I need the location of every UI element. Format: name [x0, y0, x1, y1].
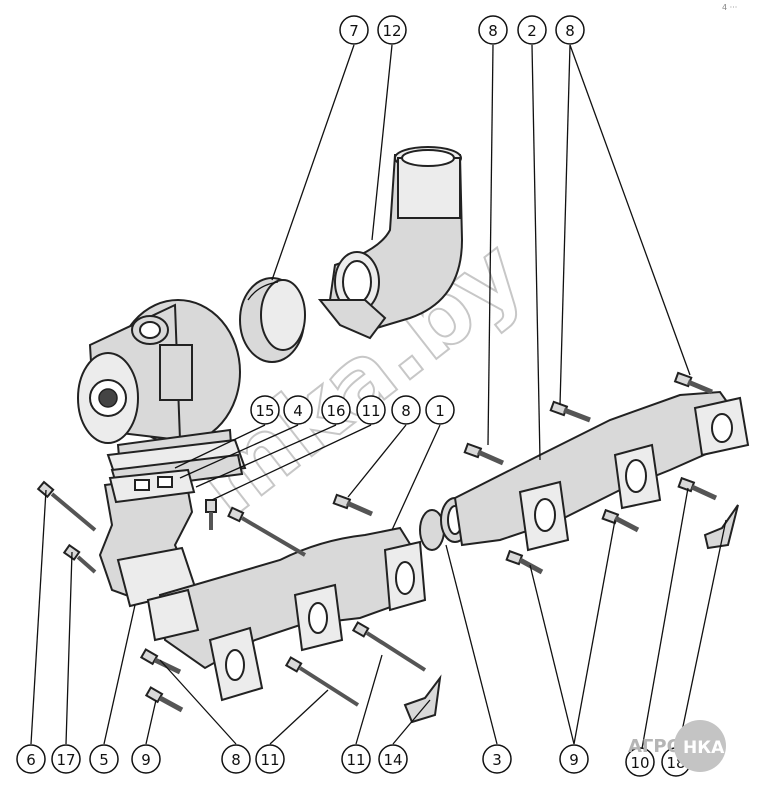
callout-8: 8	[221, 744, 251, 774]
exhaust-manifold-rear	[453, 390, 750, 552]
callout-circle	[341, 744, 371, 774]
callout-number: 10	[630, 754, 649, 772]
callout-circle	[391, 395, 421, 425]
clamp-ring	[239, 277, 306, 363]
callout-number: 1	[435, 402, 445, 420]
agronka-logo: АГРО НКА	[628, 720, 726, 772]
callout-number: 11	[361, 402, 380, 420]
callout-number: 8	[401, 402, 411, 420]
exhaust-elbow-housing	[98, 468, 198, 608]
callout-number: 8	[488, 22, 498, 40]
callout-11: 11	[341, 744, 371, 774]
callout-circle	[478, 15, 508, 45]
callout-11: 11	[356, 395, 386, 425]
callout-8: 8	[555, 15, 585, 45]
corner-mark: 4 ···	[722, 3, 737, 12]
callout-circle	[517, 15, 547, 45]
callout-15: 15	[250, 395, 280, 425]
callout-number: 2	[527, 22, 537, 40]
callout-8: 8	[478, 15, 508, 45]
callout-circle	[378, 744, 408, 774]
callout-number: 12	[382, 22, 401, 40]
logo-right-text: НКА	[683, 738, 725, 758]
bracket-plates	[403, 504, 739, 724]
callout-number: 4	[293, 402, 303, 420]
callout-circle	[283, 395, 313, 425]
callout-number: 16	[326, 402, 345, 420]
callout-circle	[625, 747, 655, 777]
callout-17: 17	[51, 744, 81, 774]
callout-circle	[321, 395, 351, 425]
callout-circle	[131, 744, 161, 774]
callout-number: 14	[383, 751, 402, 769]
callout-circle	[339, 15, 369, 45]
callout-9: 9	[559, 744, 589, 774]
elbow-pipe	[317, 146, 464, 340]
callout-circle	[51, 744, 81, 774]
callout-10: 10	[625, 747, 655, 777]
callout-circle	[89, 744, 119, 774]
callout-circle	[559, 744, 589, 774]
callout-number: 3	[492, 751, 502, 769]
callout-number: 11	[346, 751, 365, 769]
callout-circle	[425, 395, 455, 425]
callout-number: 8	[565, 22, 575, 40]
callout-circle	[221, 744, 251, 774]
callout-8: 8	[391, 395, 421, 425]
callout-circle	[356, 395, 386, 425]
callout-number: 9	[141, 751, 151, 769]
callout-12: 12	[377, 15, 407, 45]
callout-16: 16	[321, 395, 351, 425]
callout-11: 11	[255, 744, 285, 774]
callout-circle	[377, 15, 407, 45]
callout-3: 3	[482, 744, 512, 774]
callout-number: 15	[255, 402, 274, 420]
callout-circle	[250, 395, 280, 425]
callout-2: 2	[517, 15, 547, 45]
callout-number: 11	[260, 751, 279, 769]
callout-number: 8	[231, 751, 241, 769]
bolt-set	[36, 371, 718, 713]
turbocharger	[77, 299, 241, 470]
exhaust-manifold-front	[146, 526, 427, 702]
callout-number: 6	[26, 751, 36, 769]
callout-1: 1	[425, 395, 455, 425]
callout-circle	[255, 744, 285, 774]
callout-number: 17	[56, 751, 75, 769]
callout-5: 5	[89, 744, 119, 774]
logo-left-text: АГРО	[628, 736, 682, 757]
callout-circle	[16, 744, 46, 774]
callout-9: 9	[131, 744, 161, 774]
callout-circle	[482, 744, 512, 774]
callout-circle	[555, 15, 585, 45]
callout-number: 5	[99, 751, 109, 769]
callout-7: 7	[339, 15, 369, 45]
callout-4: 4	[283, 395, 313, 425]
leader-lines	[30, 44, 727, 761]
logo-circle	[674, 720, 726, 772]
callout-6: 6	[16, 744, 46, 774]
callout-number: 7	[349, 22, 359, 40]
callout-number: 9	[569, 751, 579, 769]
callout-14: 14	[378, 744, 408, 774]
